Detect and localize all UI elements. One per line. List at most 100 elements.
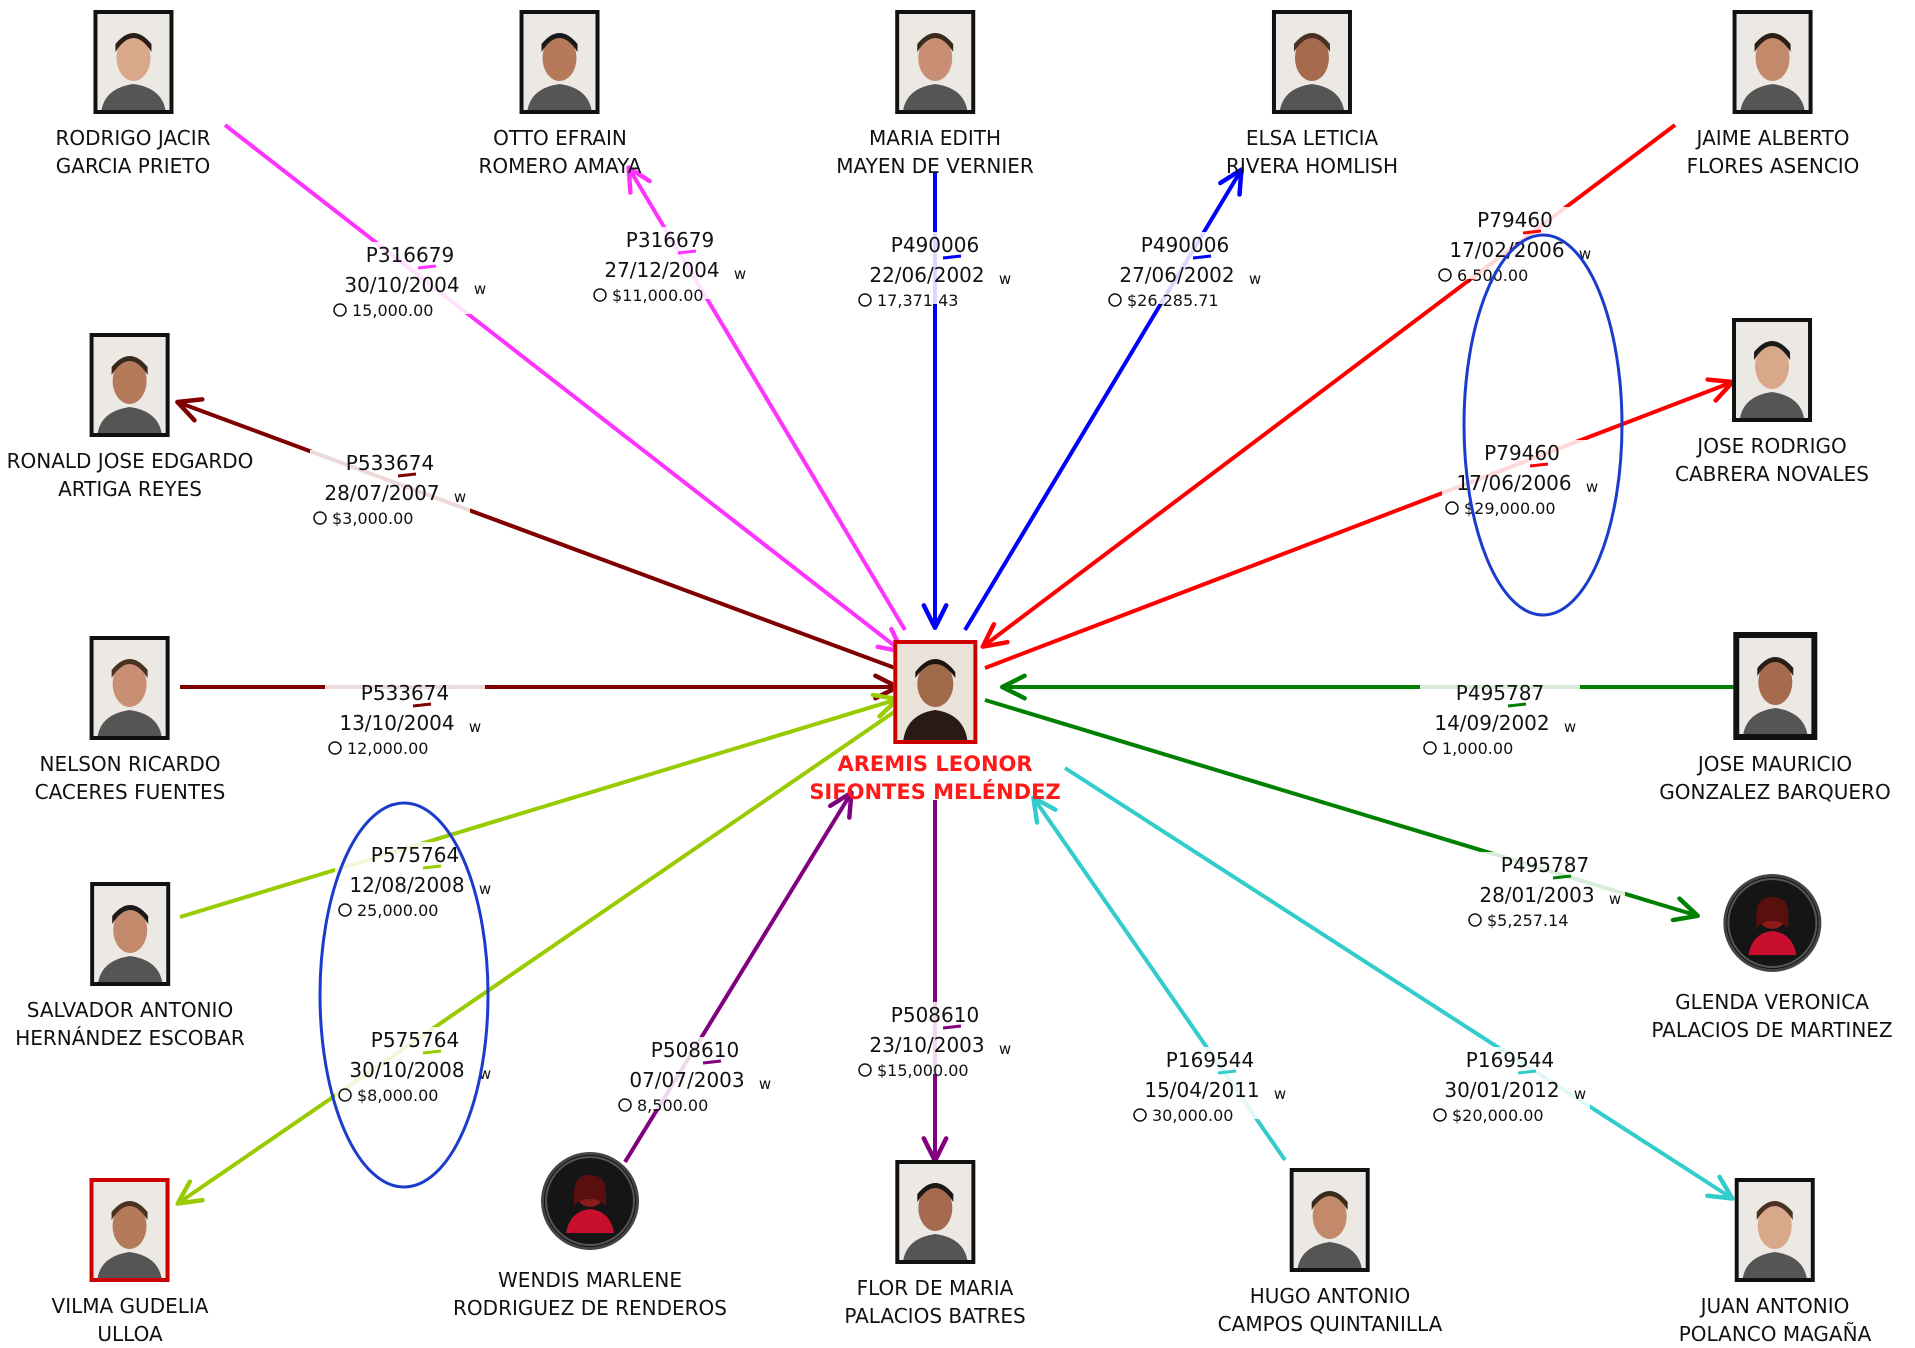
w-marker: w <box>1249 270 1261 288</box>
amount-ring-icon <box>1468 913 1482 927</box>
person-node-jaime[interactable]: JAIME ALBERTO FLORES ASENCIO <box>1686 10 1860 180</box>
person-node-maria-edith[interactable]: MARIA EDITH MAYEN DE VERNIER <box>836 10 1034 180</box>
person-name-line1: JAIME ALBERTO <box>1696 126 1850 150</box>
center-name-line2: SIFONTES MELÉNDEZ <box>809 780 1061 804</box>
code-underline-mark <box>1217 1069 1237 1075</box>
code-underline-mark <box>942 254 962 260</box>
transaction-code: P495787 <box>1501 853 1589 877</box>
person-portrait <box>894 1160 975 1264</box>
connection-line-vilma[interactable] <box>175 706 902 1206</box>
transaction-date: 12/08/2008 <box>349 873 464 897</box>
label-background <box>1442 440 1602 512</box>
label-background <box>615 1037 775 1109</box>
transaction-amount: 8,500.00 <box>637 1096 708 1115</box>
person-photo-icon <box>93 1182 166 1278</box>
person-photo-icon <box>94 337 166 433</box>
transaction-code: P316679 <box>626 228 714 252</box>
transaction-date: 28/07/2007 <box>324 481 439 505</box>
transaction-date: 15/04/2011 <box>1144 1078 1259 1102</box>
w-marker: w <box>1564 718 1576 736</box>
person-name-line2: FLORES ASENCIO <box>1686 154 1860 178</box>
person-portrait <box>89 1178 170 1282</box>
code-underline-mark <box>397 472 417 478</box>
person-name-line2: PALACIOS BATRES <box>844 1304 1026 1328</box>
transaction-date: 30/01/2012 <box>1444 1078 1559 1102</box>
person-name-line1: OTTO EFRAIN <box>493 126 627 150</box>
center-person[interactable]: AREMIS LEONOR SIFONTES MELÉNDEZ <box>809 640 1061 806</box>
person-portrait <box>90 636 170 740</box>
w-marker: w <box>999 270 1011 288</box>
code-underline-mark <box>942 1024 962 1030</box>
code-underline-mark <box>702 1059 722 1065</box>
person-name-line2: MAYEN DE VERNIER <box>836 154 1034 178</box>
person-name-line2: POLANCO MAGAÑA <box>1678 1322 1872 1346</box>
center-name-line1: AREMIS LEONOR <box>837 752 1033 776</box>
transaction-code: P495787 <box>1456 681 1544 705</box>
amount-ring-icon <box>1433 1108 1447 1122</box>
connection-line-jaime[interactable] <box>980 123 1677 649</box>
code-underline-mark <box>422 1049 442 1055</box>
transaction-date: 07/07/2003 <box>629 1068 744 1092</box>
person-name-line2: ROMERO AMAYA <box>478 154 642 178</box>
person-name-line2: CAMPOS QUINTANILLA <box>1217 1312 1443 1336</box>
person-name-line1: MARIA EDITH <box>869 126 1001 150</box>
label-background <box>330 242 490 314</box>
person-photo-icon <box>96 14 169 110</box>
person-photo-icon <box>897 644 973 740</box>
transaction-amount: $3,000.00 <box>332 509 413 528</box>
person-photo-icon <box>1739 1182 1811 1278</box>
person-name-line1: RODRIGO JACIR <box>55 126 211 150</box>
transaction-date: 17/02/2006 <box>1449 238 1564 262</box>
transaction-code: P508610 <box>651 1038 739 1062</box>
person-name-line1: ELSA LETICIA <box>1245 126 1379 150</box>
transaction-amount: 17,371.43 <box>877 291 958 310</box>
person-photo-icon <box>1737 14 1809 110</box>
person-name-line1: GLENDA VERONICA <box>1675 990 1869 1014</box>
transaction-amount: $29,000.00 <box>1464 499 1556 518</box>
transaction-code: P79460 <box>1484 441 1560 465</box>
highlight-ellipse-2 <box>318 801 490 1189</box>
connection-line-ronald[interactable] <box>175 397 896 670</box>
w-marker: w <box>734 265 746 283</box>
person-portrait <box>519 10 600 114</box>
connection-line-salvador[interactable] <box>179 692 900 919</box>
transaction-amount: $11,000.00 <box>612 286 704 305</box>
transaction-code: P490006 <box>891 233 979 257</box>
connection-line-rodrigo[interactable] <box>223 123 905 654</box>
person-portrait <box>92 10 173 114</box>
label-background <box>590 227 750 299</box>
transaction-date: 30/10/2008 <box>349 1058 464 1082</box>
female-avatar-icon <box>1723 874 1821 972</box>
transaction-date: 28/01/2003 <box>1479 883 1594 907</box>
amount-ring-icon <box>1133 1108 1147 1122</box>
person-portrait <box>90 333 170 437</box>
code-underline-mark <box>1529 462 1549 468</box>
amount-ring-icon <box>618 1098 632 1112</box>
w-marker: w <box>479 880 491 898</box>
person-node-otto[interactable]: OTTO EFRAIN ROMERO AMAYA <box>478 10 642 180</box>
connection-line-jose-rodrigo[interactable] <box>984 377 1735 670</box>
code-underline-mark <box>1517 1069 1537 1075</box>
amount-ring-icon <box>338 903 352 917</box>
person-name-line1: RONALD JOSE EDGARDO <box>6 449 254 473</box>
w-marker: w <box>1574 1085 1586 1103</box>
connection-line-juan[interactable] <box>1063 766 1735 1201</box>
w-marker: w <box>454 488 466 506</box>
transaction-code: P316679 <box>366 243 454 267</box>
w-marker: w <box>1609 890 1621 908</box>
